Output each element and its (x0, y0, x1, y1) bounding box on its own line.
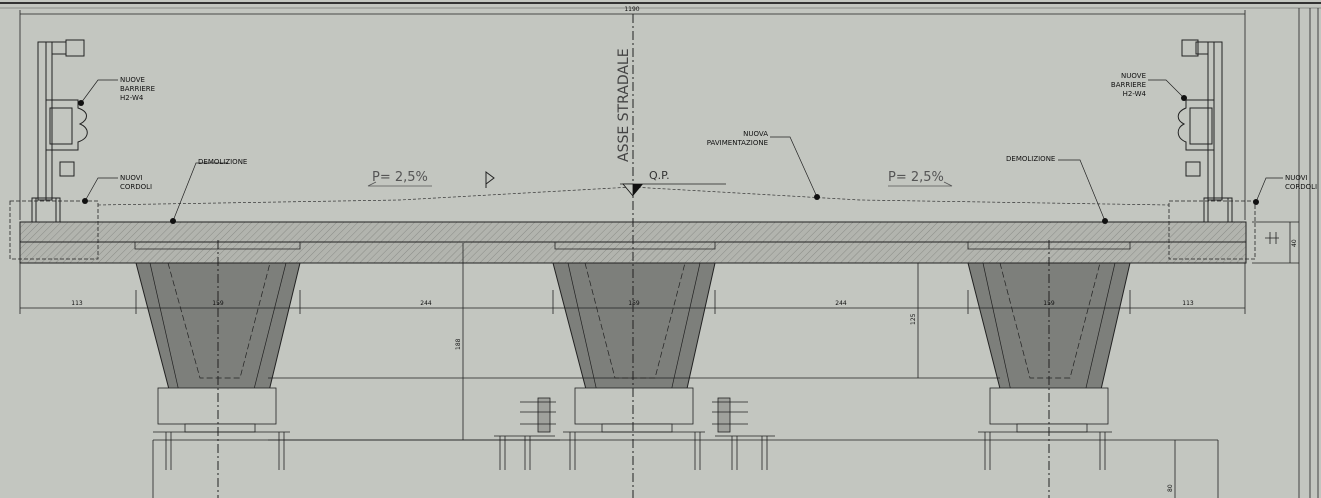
svg-text:188: 188 (455, 338, 462, 350)
leader-lines (78, 79, 1283, 224)
label-kerb-left-1: NUOVI (120, 174, 143, 182)
svg-text:P= 2,5%: P= 2,5% (372, 170, 428, 185)
dim-bottom-6: 159 (1043, 300, 1055, 307)
barrier-right (1177, 39, 1233, 223)
overall-width-label: 1190 (624, 6, 639, 13)
label-demolition-right: DEMOLIZIONE (1006, 155, 1055, 163)
label-kerb-right-1: NUOVI (1285, 174, 1308, 182)
label-barrier-left-3: H2-W4 (120, 94, 144, 102)
label-barrier-right-1: NUOVE (1121, 72, 1146, 80)
dim-bottom-2: 159 (212, 300, 224, 307)
label-demolition-left: DEMOLIZIONE (198, 158, 247, 166)
svg-text:125: 125 (910, 313, 917, 325)
svg-text:80: 80 (1167, 484, 1174, 492)
dim-bottom-3: 244 (420, 300, 432, 307)
svg-text:40: 40 (1291, 239, 1298, 247)
label-barrier-left-1: NUOVE (120, 76, 145, 84)
bearing-right (978, 387, 1112, 470)
bearing-left (153, 387, 290, 470)
dim-bottom-7: 113 (1182, 300, 1194, 307)
flag-symbol (485, 171, 495, 188)
dim-girder-height-left: 188 (268, 243, 560, 441)
label-barrier-right-2: BARRIERE (1111, 81, 1146, 89)
crossframe-plate-left (494, 397, 556, 470)
bearing-middle (563, 387, 705, 470)
label-paving-1: NUOVA (743, 130, 768, 138)
dim-bottom-5: 244 (835, 300, 847, 307)
crossframe-plate-right (712, 397, 775, 470)
pavement-line (97, 186, 1170, 206)
slope-left: P= 2,5% (367, 170, 432, 187)
kerb-left (9, 200, 99, 260)
kerb-right (1168, 200, 1256, 260)
dim-bottom-1: 113 (71, 300, 83, 307)
svg-text:P= 2,5%: P= 2,5% (888, 170, 944, 185)
label-barrier-left-2: BARRIERE (120, 85, 155, 93)
dim-slab-thickness: 40 (1252, 221, 1299, 264)
label-kerb-right-2: CORDOLI (1285, 183, 1317, 191)
pier-cap (152, 439, 1219, 498)
dim-pier: 80 (1167, 440, 1176, 498)
dim-bottom-4: 159 (628, 300, 640, 307)
barrier-left (31, 39, 88, 223)
road-axis-label: ASSE STRADALE (616, 48, 632, 162)
qp-marker: Q.P. (620, 169, 726, 198)
label-paving-2: PAVIMENTAZIONE (707, 139, 768, 147)
qp-label: Q.P. (649, 169, 670, 182)
dim-girder-height-mid: 125 (268, 263, 1000, 379)
label-kerb-left-2: CORDOLI (120, 183, 152, 191)
label-barrier-right-3: H2-W4 (1123, 90, 1147, 98)
bottom-dimension-chain: 113 159 244 159 244 159 113 (19, 263, 1246, 314)
slope-right: P= 2,5% (888, 170, 953, 187)
